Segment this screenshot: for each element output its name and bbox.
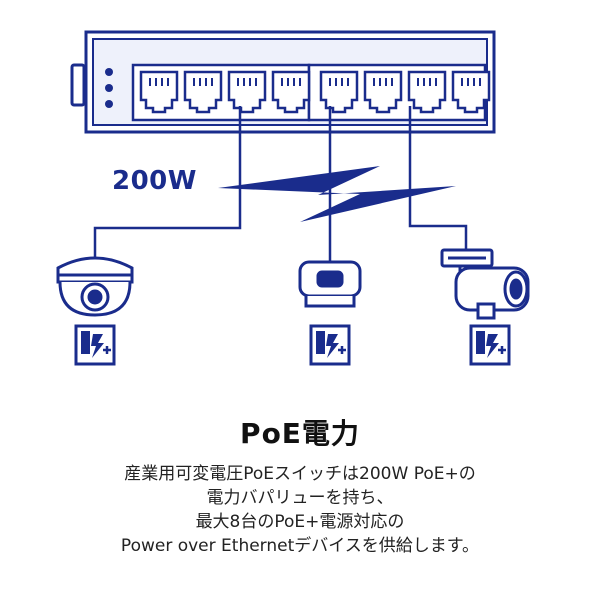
status-led (105, 68, 113, 76)
ethernet-port-icon (183, 70, 223, 114)
poe-switch (70, 30, 496, 134)
ethernet-port-icon (271, 70, 311, 114)
description-line: 産業用可変電圧PoEスイッチは200W PoE+の (124, 464, 476, 484)
ethernet-port-icon (363, 70, 403, 114)
ethernet-port-icon (451, 70, 491, 114)
description-line: Power over Ethernetデバイスを供給します。 (120, 536, 480, 556)
bullet-camera-icon (440, 248, 530, 320)
section-heading: PoE電力 (240, 417, 360, 450)
ethernet-port-icon (319, 70, 359, 114)
poe-plus-badge-icon (469, 324, 511, 366)
status-led (105, 100, 113, 108)
dome-camera-icon (56, 256, 134, 317)
poe-plus-badge-icon (309, 324, 351, 366)
lightning-bolt-icon (218, 166, 456, 222)
ethernet-port-icon (407, 70, 447, 114)
cable-bullet-camera (408, 106, 468, 250)
status-led (105, 84, 113, 92)
poe-diagram (56, 30, 530, 366)
cables (93, 106, 468, 262)
description-line: 最大8台のPoE+電源対応の (195, 512, 405, 532)
description: 産業用可変電圧PoEスイッチは200W PoE+の 電力バパリューを持ち、 最大… (0, 462, 600, 558)
ethernet-port-icon (227, 70, 267, 114)
wattage-label: 200W (112, 166, 197, 196)
poe-plus-badge-icon (74, 324, 116, 366)
box-camera-icon (298, 260, 362, 308)
ethernet-port-icon (139, 70, 179, 114)
cable-dome-camera (93, 106, 242, 258)
description-line: 電力バパリューを持ち、 (206, 488, 394, 508)
